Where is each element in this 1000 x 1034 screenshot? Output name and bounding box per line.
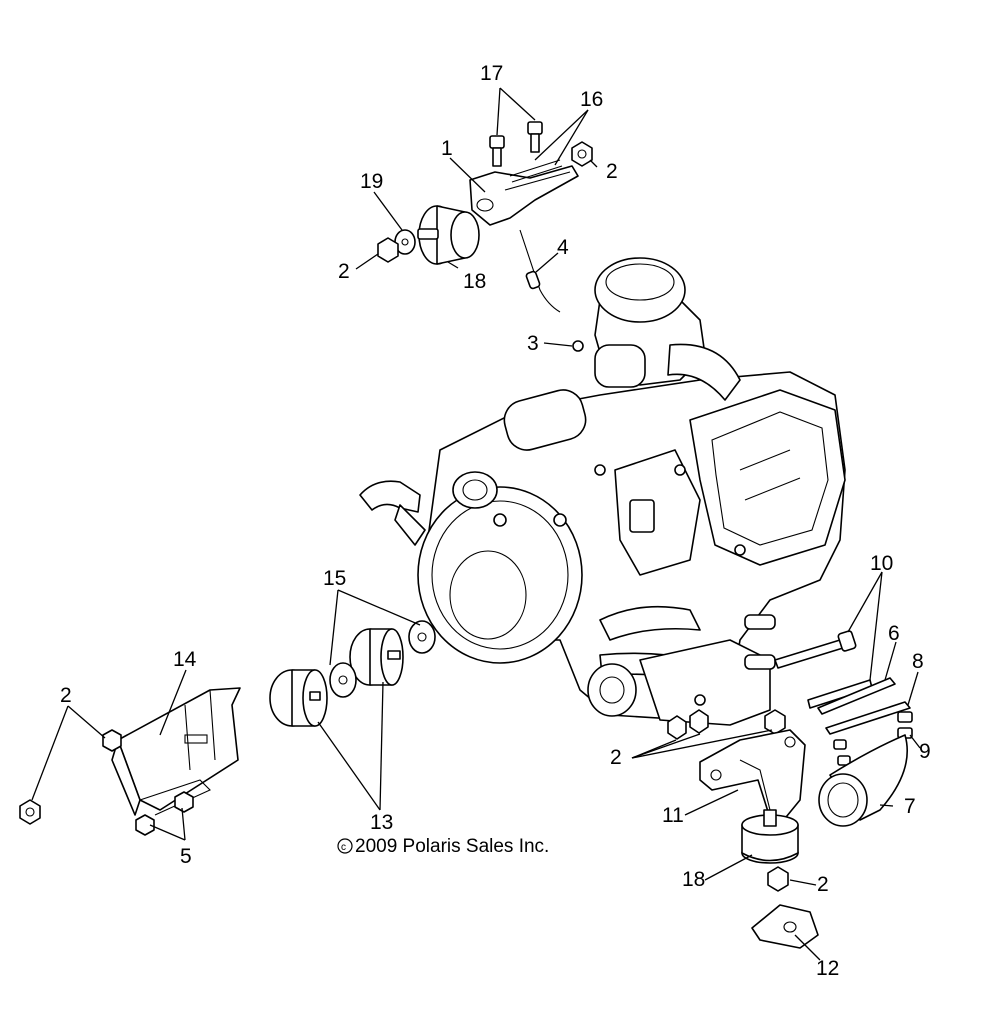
label-9: 9	[919, 740, 931, 763]
label-3: 3	[527, 332, 539, 355]
copyright-icon	[337, 838, 353, 854]
label-14: 14	[173, 648, 197, 671]
engine-assembly	[359, 257, 846, 726]
washer-19	[394, 229, 416, 255]
plate-12	[751, 904, 819, 949]
nut-2-left-top	[377, 237, 399, 263]
shims-16	[509, 159, 563, 183]
leader-lines	[31, 87, 921, 961]
clip-9-left	[833, 739, 851, 766]
sensor-cable-4	[519, 229, 561, 313]
label-15: 15	[323, 567, 346, 590]
nuts-2-lower-center	[667, 709, 786, 740]
copyright-text: 2009 Polaris Sales Inc.	[355, 836, 549, 857]
label-11: 11	[662, 804, 684, 827]
label-5: 5	[180, 845, 192, 868]
nut-5-b	[135, 814, 155, 836]
clip-9	[897, 711, 913, 739]
label-2-bottom: 2	[817, 873, 829, 896]
label-4: 4	[557, 236, 569, 259]
label-2-far-left: 2	[60, 684, 72, 707]
washer-15-b	[408, 620, 436, 654]
left-engine-bracket	[111, 687, 241, 816]
label-13: 13	[370, 811, 393, 834]
label-2-left-top: 2	[338, 260, 350, 283]
nut-3	[572, 340, 584, 352]
bolt-17-b	[527, 121, 543, 153]
gasket-6	[817, 677, 896, 715]
label-6: 6	[888, 622, 900, 645]
nut-5-a	[174, 791, 194, 813]
gasket-8	[825, 701, 911, 735]
label-2-top: 2	[606, 160, 618, 183]
label-10: 10	[870, 552, 893, 575]
bolt-17-a	[489, 135, 505, 167]
label-18-bottom: 18	[682, 868, 705, 891]
copyright-notice: c 2009 Polaris Sales Inc.	[337, 836, 549, 857]
label-17: 17	[480, 62, 503, 85]
upper-engine-bracket	[469, 165, 579, 226]
nut-2-top	[571, 141, 593, 167]
nut-2-far-left	[19, 799, 41, 825]
exhaust-seal-7	[818, 734, 908, 827]
part-labels: 17 16 1 2 19 2 18 4 3 10 15 6 14 8 2 9 2…	[60, 62, 931, 980]
label-12: 12	[816, 957, 839, 980]
label-16: 16	[580, 88, 603, 111]
rubber-mount-13-b	[349, 628, 404, 686]
washer-15-a	[329, 662, 357, 698]
label-18-top: 18	[463, 270, 486, 293]
nut-2-bracket	[102, 729, 122, 752]
label-19: 19	[360, 170, 383, 193]
lower-engine-bracket-11	[699, 729, 806, 823]
label-8: 8	[912, 650, 924, 673]
label-2-center: 2	[610, 746, 622, 769]
label-1: 1	[441, 137, 453, 160]
rubber-mount-18-top	[417, 205, 480, 265]
rubber-mount-13-a	[269, 669, 328, 727]
label-7: 7	[904, 795, 916, 818]
nut-2-bottom	[767, 866, 789, 892]
rubber-mount-18-bottom	[741, 809, 799, 864]
copyright-symbol-c: c	[341, 842, 346, 853]
